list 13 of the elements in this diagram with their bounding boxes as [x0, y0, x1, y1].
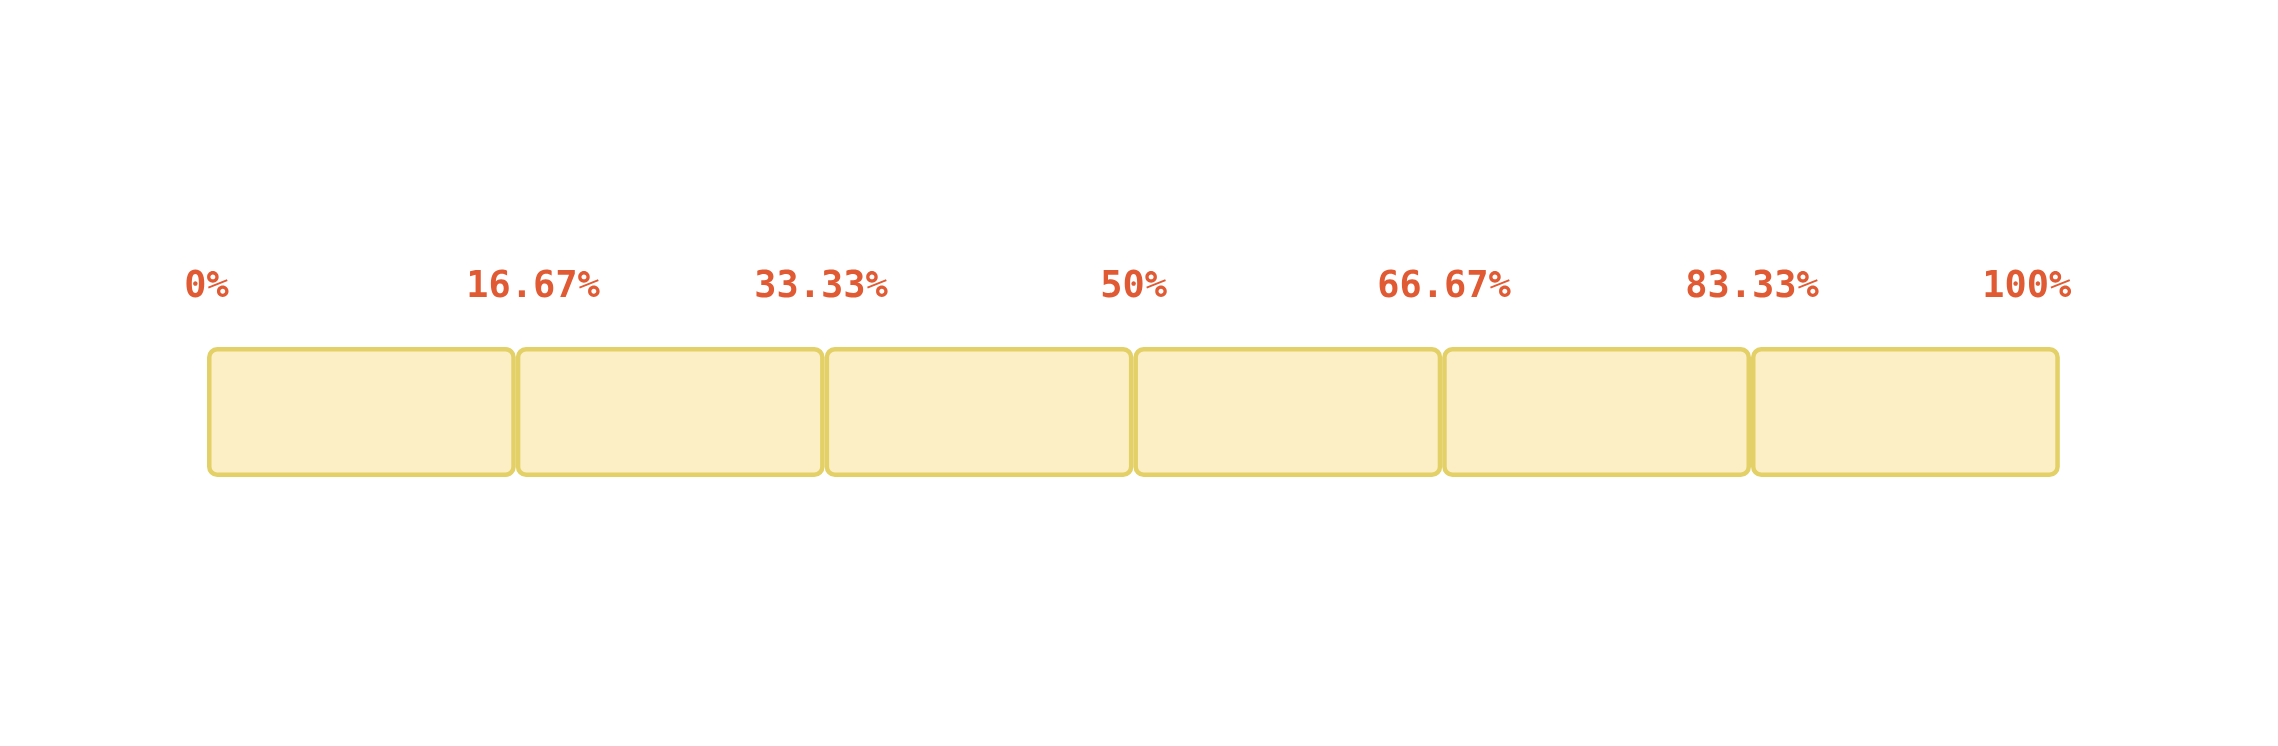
percent-label: 16.67% — [469, 269, 600, 298]
segment-box — [1751, 347, 2060, 477]
percent-label: 66.67% — [1379, 269, 1511, 298]
segment-box — [207, 347, 516, 477]
segment-box — [1442, 347, 1751, 477]
percent-label: 100% — [1985, 269, 2072, 298]
percent-label: 50% — [1102, 269, 1167, 298]
segment-box — [1133, 347, 1443, 477]
percent-label: 83.33% — [1687, 269, 1819, 298]
percent-label: 0% — [186, 269, 229, 298]
percent-label: 33.33% — [756, 269, 888, 298]
segment-box — [824, 347, 1134, 477]
segment-box — [515, 347, 825, 477]
